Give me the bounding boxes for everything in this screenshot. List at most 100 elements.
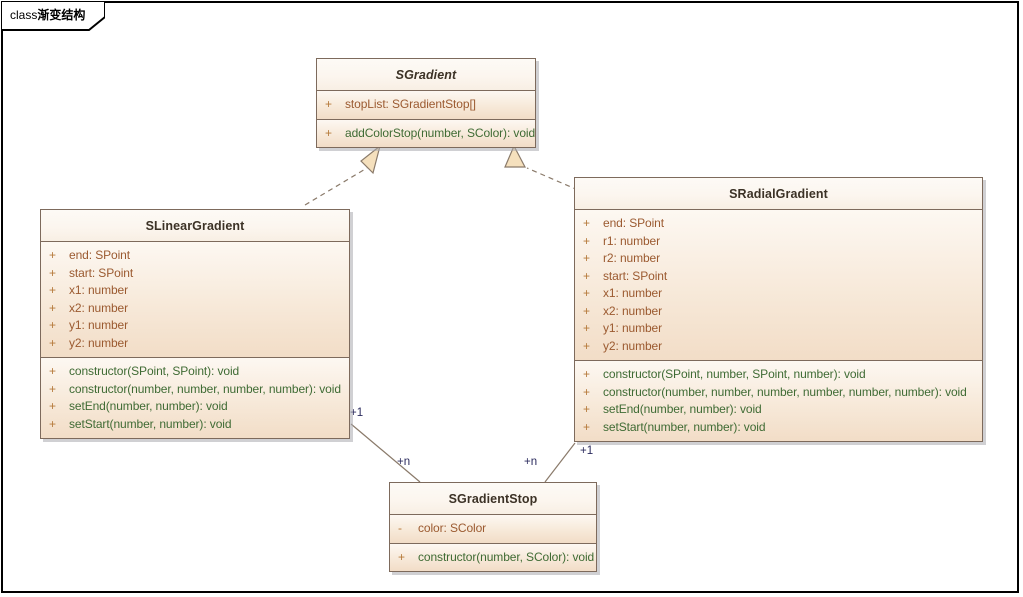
multiplicity-radial-source: +1 bbox=[580, 445, 594, 457]
class-box-sgradientstop[interactable]: SGradientStop - color: SColor + construc… bbox=[389, 482, 597, 572]
visibility-marker: + bbox=[49, 265, 57, 280]
visibility-marker: + bbox=[583, 216, 591, 230]
visibility-marker: + bbox=[583, 251, 591, 265]
methods-section-sgradient: + addColorStop(number, SColor): void bbox=[317, 118, 535, 147]
visibility-marker: + bbox=[49, 248, 57, 262]
diagram-title: class渐变结构 bbox=[10, 6, 85, 23]
class-box-sgradient[interactable]: SGradient + stopList: SGradientStop[] + … bbox=[316, 58, 536, 148]
visibility-marker: + bbox=[49, 283, 57, 297]
visibility-marker: + bbox=[583, 367, 591, 381]
method-row: + constructor(number, number, number, nu… bbox=[575, 384, 982, 402]
method-label: setStart(number, number): void bbox=[69, 416, 232, 431]
attribute-label: y1: number bbox=[69, 318, 129, 332]
attribute-row: + stopList: SGradientStop[] bbox=[317, 96, 535, 114]
visibility-marker: + bbox=[583, 303, 591, 318]
attribute-row: + r1: number bbox=[575, 233, 982, 251]
attribute-row: + x2: number bbox=[41, 300, 349, 318]
method-row: + setEnd(number, number): void bbox=[41, 398, 349, 416]
class-name-sgradient: SGradient bbox=[317, 59, 535, 91]
attribute-label: x2: number bbox=[69, 300, 129, 315]
methods-section-sradialgradient: + constructor(SPoint, number, SPoint, nu… bbox=[575, 360, 982, 441]
method-row: + constructor(number, number, number, nu… bbox=[41, 381, 349, 399]
method-row: + constructor(SPoint, number, SPoint, nu… bbox=[575, 366, 982, 384]
method-label: setEnd(number, number): void bbox=[69, 399, 228, 413]
attribute-label: x2: number bbox=[603, 303, 663, 318]
method-row: + constructor(number, SColor): void bbox=[390, 549, 596, 567]
attribute-row: + y1: number bbox=[41, 317, 349, 335]
method-label: addColorStop(number, SColor): void bbox=[345, 125, 536, 140]
attributes-section-sgradientstop: - color: SColor bbox=[390, 515, 596, 543]
attribute-row: + y1: number bbox=[575, 320, 982, 338]
visibility-marker: + bbox=[583, 384, 591, 399]
multiplicity-linear-source: +1 bbox=[350, 407, 364, 419]
attribute-row: + y2: number bbox=[575, 338, 982, 356]
class-name-slineargradient: SLinearGradient bbox=[41, 210, 349, 242]
attribute-row: + start: SPoint bbox=[575, 268, 982, 286]
method-label: constructor(SPoint, SPoint): void bbox=[69, 364, 240, 378]
visibility-marker: + bbox=[49, 416, 57, 431]
attributes-section-sgradient: + stopList: SGradientStop[] bbox=[317, 91, 535, 119]
class-box-slineargradient[interactable]: SLinearGradient + end: SPoint + start: S… bbox=[40, 209, 350, 439]
attribute-label: y2: number bbox=[603, 338, 663, 353]
attributes-section-slineargradient: + end: SPoint + start: SPoint + x1: numb… bbox=[41, 242, 349, 357]
visibility-marker: + bbox=[583, 402, 591, 416]
visibility-marker: + bbox=[583, 338, 591, 353]
attribute-label: x1: number bbox=[69, 283, 129, 297]
attribute-row: + end: SPoint bbox=[575, 215, 982, 233]
diagram-title-prefix: class bbox=[10, 8, 38, 22]
methods-section-sgradientstop: + constructor(number, SColor): void bbox=[390, 542, 596, 571]
attribute-label: color: SColor bbox=[418, 521, 487, 535]
visibility-marker: + bbox=[49, 399, 57, 413]
visibility-marker: + bbox=[49, 364, 57, 378]
attribute-row: + y2: number bbox=[41, 335, 349, 353]
attribute-label: end: SPoint bbox=[603, 216, 664, 230]
attribute-label: y1: number bbox=[603, 321, 663, 335]
attribute-label: stopList: SGradientStop[] bbox=[345, 97, 476, 111]
method-row: + setEnd(number, number): void bbox=[575, 401, 982, 419]
visibility-marker: + bbox=[398, 549, 406, 564]
multiplicity-radial-target: +n bbox=[524, 456, 538, 468]
method-row: + constructor(SPoint, SPoint): void bbox=[41, 363, 349, 381]
method-label: constructor(number, SColor): void bbox=[418, 549, 595, 564]
diagram-frame-tab: class渐变结构 bbox=[1, 1, 105, 31]
attribute-row: + r2: number bbox=[575, 250, 982, 268]
attribute-label: r1: number bbox=[603, 233, 661, 248]
class-box-sradialgradient[interactable]: SRadialGradient + end: SPoint + r1: numb… bbox=[574, 177, 983, 442]
attribute-label: x1: number bbox=[603, 286, 663, 300]
method-label: setEnd(number, number): void bbox=[603, 402, 762, 416]
attribute-row: + start: SPoint bbox=[41, 265, 349, 283]
visibility-marker: - bbox=[398, 521, 402, 535]
attributes-section-sradialgradient: + end: SPoint + r1: number + r2: number … bbox=[575, 210, 982, 360]
attribute-row: + x1: number bbox=[41, 282, 349, 300]
method-label: constructor(number, number, number, numb… bbox=[603, 384, 967, 399]
attribute-row: + end: SPoint bbox=[41, 247, 349, 265]
visibility-marker: + bbox=[583, 233, 591, 248]
diagram-title-text: 渐变结构 bbox=[37, 8, 86, 22]
visibility-marker: + bbox=[49, 300, 57, 315]
attribute-label: start: SPoint bbox=[603, 268, 668, 283]
class-name-sradialgradient: SRadialGradient bbox=[575, 178, 982, 210]
visibility-marker: + bbox=[49, 381, 57, 396]
attribute-label: r2: number bbox=[603, 251, 661, 265]
attribute-label: start: SPoint bbox=[69, 265, 134, 280]
class-name-sgradientstop: SGradientStop bbox=[390, 483, 596, 515]
method-row: + setStart(number, number): void bbox=[575, 419, 982, 437]
attribute-row: - color: SColor bbox=[390, 520, 596, 538]
visibility-marker: + bbox=[583, 286, 591, 300]
visibility-marker: + bbox=[325, 125, 333, 140]
visibility-marker: + bbox=[49, 335, 57, 350]
method-row: + addColorStop(number, SColor): void bbox=[317, 125, 535, 143]
visibility-marker: + bbox=[583, 268, 591, 283]
multiplicity-linear-target: +n bbox=[397, 456, 411, 468]
method-label: constructor(SPoint, number, SPoint, numb… bbox=[603, 367, 866, 381]
attribute-row: + x1: number bbox=[575, 285, 982, 303]
attribute-label: end: SPoint bbox=[69, 248, 130, 262]
visibility-marker: + bbox=[583, 321, 591, 335]
visibility-marker: + bbox=[49, 318, 57, 332]
method-label: setStart(number, number): void bbox=[603, 419, 766, 434]
visibility-marker: + bbox=[325, 97, 333, 111]
attribute-row: + x2: number bbox=[575, 303, 982, 321]
method-label: constructor(number, number, number, numb… bbox=[69, 381, 341, 396]
